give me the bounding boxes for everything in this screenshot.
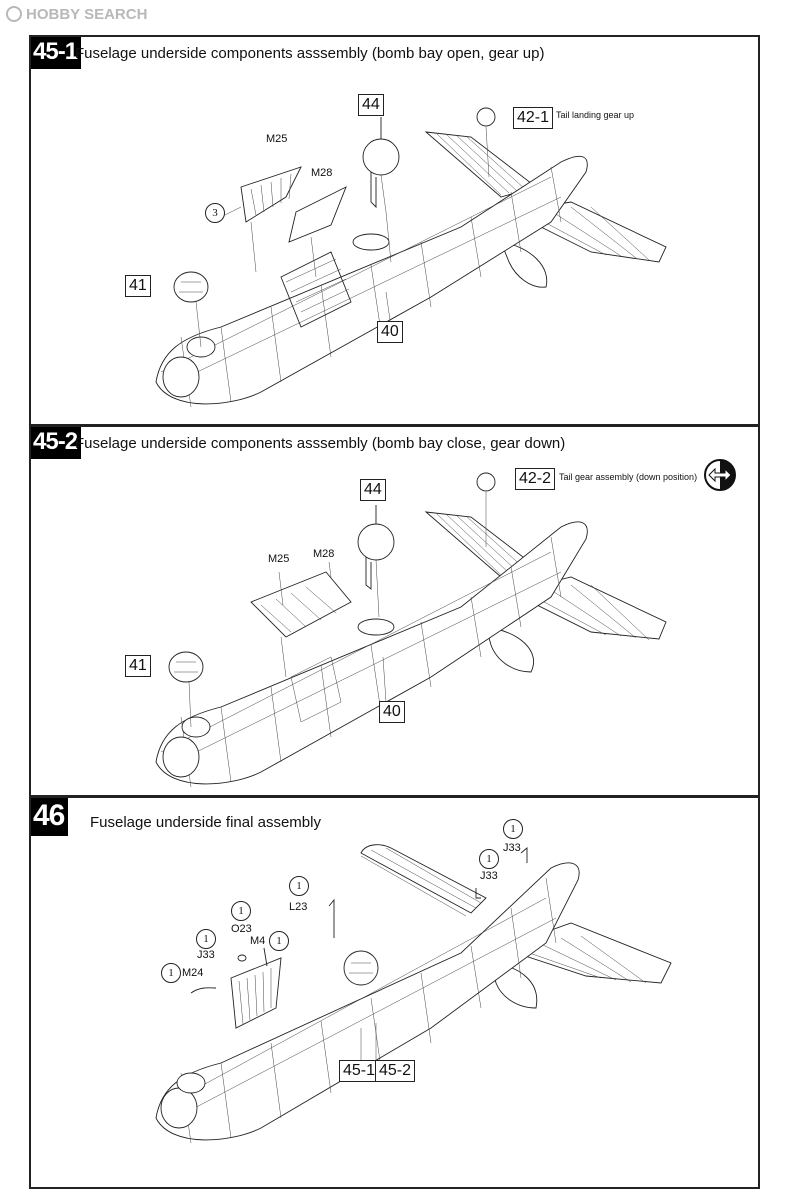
hobby-search-logo-icon (6, 6, 22, 22)
part-m28-label: M28 (313, 548, 335, 560)
watermark: HOBBY SEARCH (6, 4, 147, 24)
ball-turret (344, 951, 378, 985)
part-42-1-callout: 42-1 (513, 107, 554, 129)
part-42-tail-wheel (477, 473, 495, 547)
step-title: Fuselage underside final assembly (90, 814, 321, 831)
part-o23-shape (238, 955, 246, 961)
step-title: Fuselage underside components asssembly … (75, 435, 566, 452)
qty-callout-o23: 1 (231, 901, 251, 921)
fuselage-drawing-45-1 (31, 37, 760, 426)
part-41-callout: 41 (125, 655, 151, 677)
nose-cone (163, 737, 199, 777)
step-45-2-ref-callout: 45-2 (375, 1060, 416, 1082)
step-45-1-panel: 45-1 Fuselage underside components assse… (29, 35, 760, 426)
part-m25-label: M25 (266, 133, 288, 145)
qty-callout-j33-b: 1 (479, 849, 499, 869)
chin-turret (177, 1073, 205, 1093)
part-j33-a-shape (521, 848, 527, 863)
part-m28-label: M28 (311, 167, 333, 179)
tail-gear-note: Tail gear assembly (down position) (559, 472, 698, 482)
part-41-callout: 41 (125, 275, 151, 297)
fuselage-drawing-45-2 (31, 427, 760, 797)
fuselage-drawing-46 (31, 798, 760, 1189)
step-45-1-ref-callout: 45-1 (339, 1060, 380, 1082)
part-44-callout: 44 (360, 479, 386, 501)
part-m28-door (289, 187, 346, 277)
part-42-2-callout: 42-2 (515, 468, 556, 490)
part-m25-door (241, 167, 301, 272)
turret-ring (353, 234, 389, 250)
detail-arrows-icon (704, 459, 736, 491)
part-m4-shape (264, 948, 267, 966)
fuselage (156, 863, 579, 1143)
part-m4-label: M4 (250, 935, 266, 947)
part-m24-shape (191, 988, 216, 993)
step-number: 45-1 (31, 37, 82, 69)
wing-left (361, 845, 486, 916)
step-number: 46 (31, 798, 69, 836)
part-l23-shape (329, 900, 334, 938)
vertical-fin (501, 242, 547, 287)
nose-cone (161, 1088, 197, 1128)
bomb-bay-doors (231, 958, 281, 1028)
part-42-tail-wheel (477, 108, 495, 177)
step-45-2-panel: 45-2 Fuselage underside components assse… (29, 425, 760, 797)
part-j33-b-shape (476, 888, 481, 898)
qty-callout-m4: 1 (269, 931, 289, 951)
part-m24-label: M24 (182, 967, 204, 979)
part-j33-c-label: J33 (197, 949, 215, 961)
vertical-fin (486, 627, 534, 672)
part-3-callout: 3 (205, 203, 225, 223)
wing-left (426, 132, 536, 197)
part-41-turret (169, 652, 203, 727)
turret-ring (358, 619, 394, 635)
part-m25-label: M25 (268, 553, 290, 565)
part-40-callout: 40 (377, 321, 403, 343)
step-46-panel: 46 Fuselage underside final assembly 1 J… (29, 796, 760, 1189)
watermark-text: HOBBY SEARCH (26, 5, 148, 23)
step-title: Fuselage underside components asssembly … (75, 45, 545, 62)
fuselage (156, 156, 587, 407)
leader-40 (383, 657, 386, 702)
part-l23-label: L23 (289, 901, 308, 913)
nose-cone (163, 357, 199, 397)
part-41-turret (174, 272, 208, 347)
part-44-turret (358, 505, 394, 617)
part-40-callout: 40 (379, 701, 405, 723)
part-44-turret (363, 117, 399, 262)
part-o23-label: O23 (231, 923, 252, 935)
qty-callout-l23: 1 (289, 876, 309, 896)
part-44-callout: 44 (358, 94, 384, 116)
qty-callout-m24: 1 (161, 963, 181, 983)
part-m25-m28-doors (251, 562, 351, 677)
step-number: 45-2 (31, 427, 82, 459)
fuselage (156, 522, 587, 787)
part-j33-a-label: J33 (503, 842, 521, 854)
tail-gear-note: Tail landing gear up (556, 110, 635, 120)
chin-turret (182, 717, 210, 737)
qty-callout-j33-a: 1 (503, 819, 523, 839)
part-j33-b-label: J33 (480, 870, 498, 882)
qty-callout-j33-c: 1 (196, 929, 216, 949)
small-parts (191, 848, 527, 993)
